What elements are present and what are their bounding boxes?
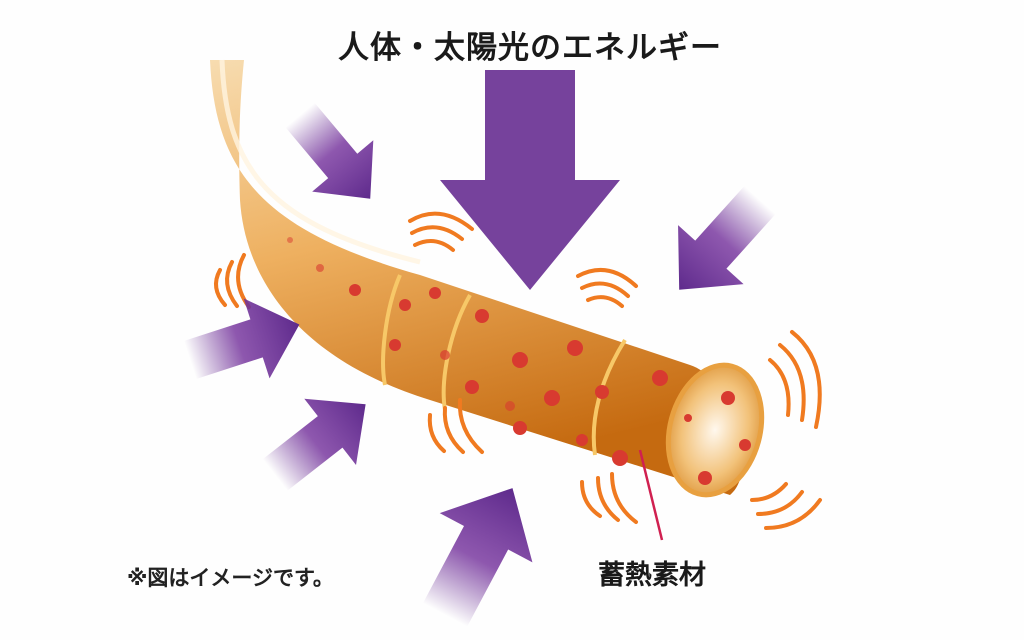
energy-title: 人体・太陽光のエネルギー [338,30,722,66]
image-note: ※図はイメージです。 [127,566,334,590]
arrow-left-lower [249,371,392,509]
arrow-bottom [398,463,559,640]
arrow-top-right [646,170,793,320]
arrow-top-left [269,89,401,225]
arrow-main-down [440,70,620,290]
fiber-end-cap [665,362,765,498]
heat-particles [287,237,751,485]
material-label: 蓄熱素材 [598,560,706,591]
fiber-body [210,60,744,495]
material-pointer-line [638,449,664,541]
